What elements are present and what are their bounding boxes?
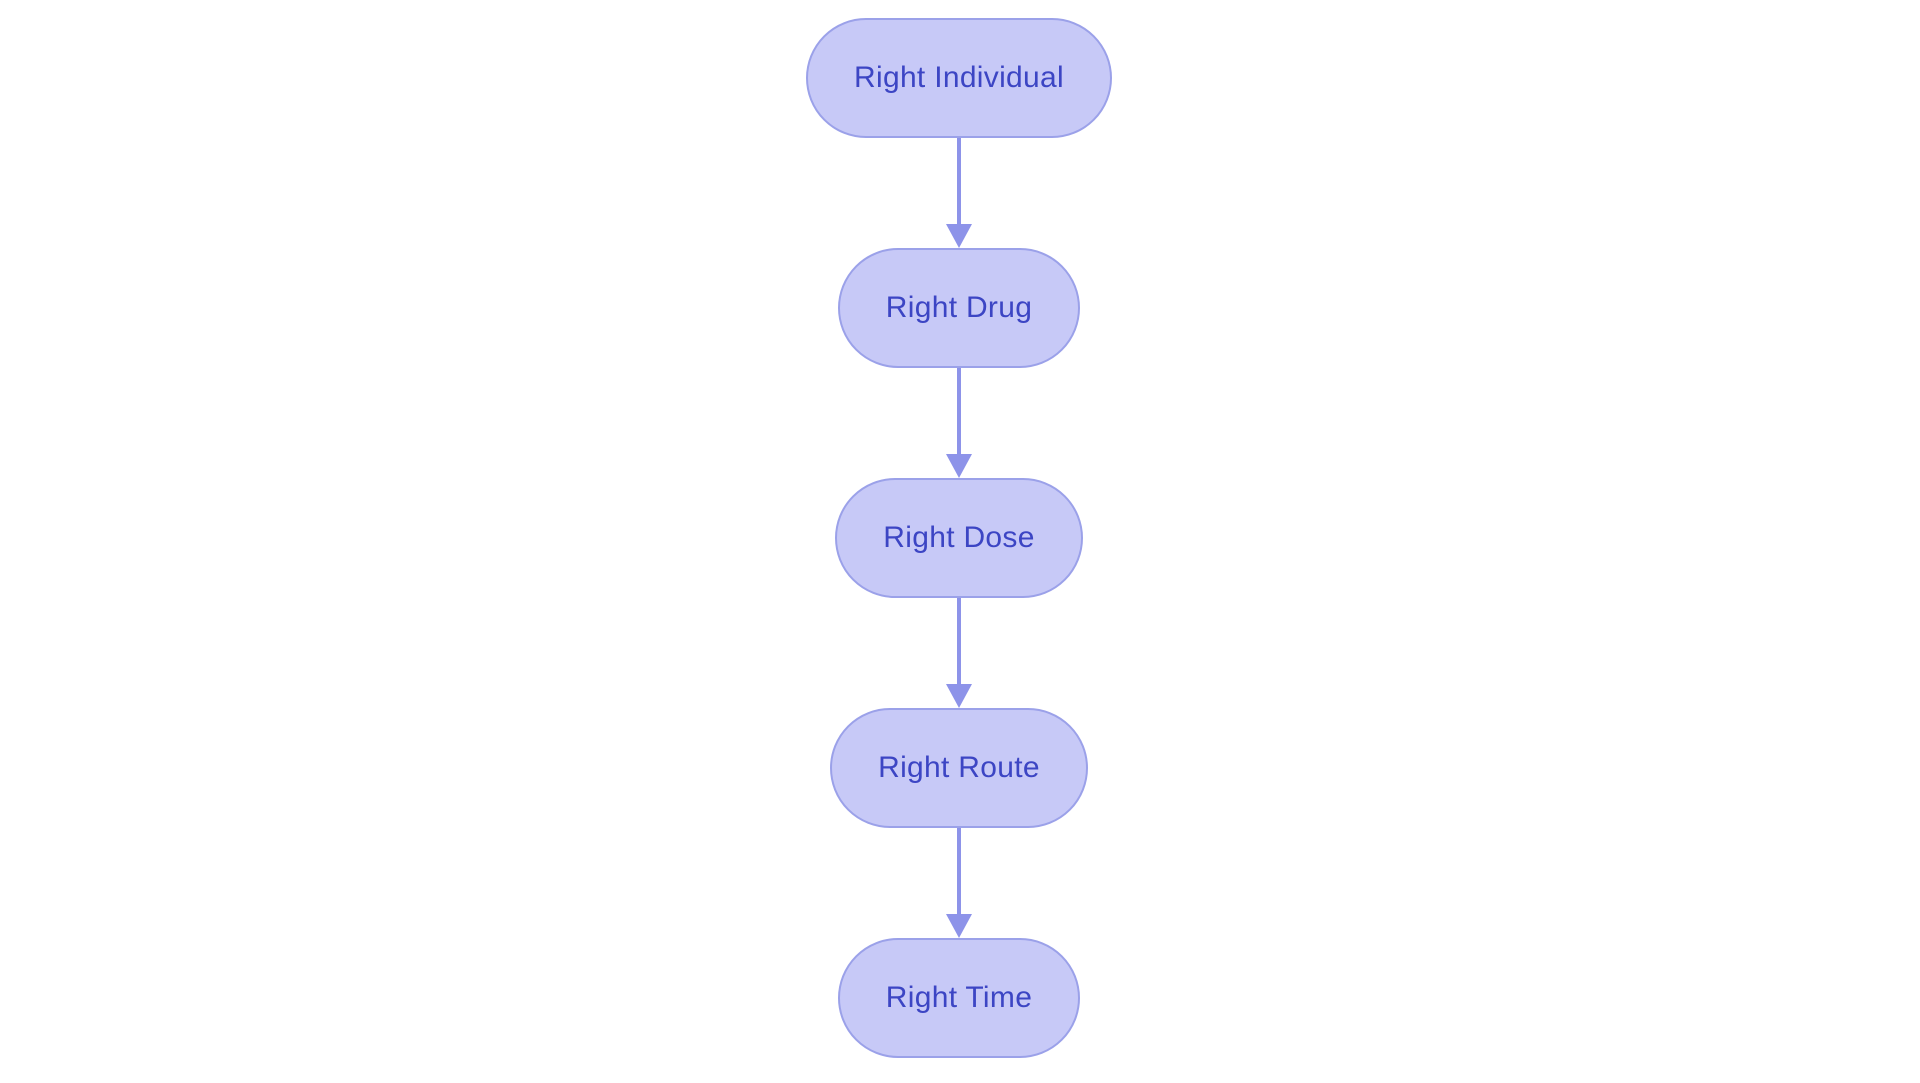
connector-arrow: [946, 138, 972, 248]
connector-arrow: [946, 828, 972, 938]
arrowhead-down-icon: [946, 454, 972, 478]
flowchart-node-right-dose: Right Dose: [835, 478, 1083, 598]
flowchart-node-right-time: Right Time: [837, 938, 1081, 1058]
flowchart: Right Individual Right Drug Right Dose R…: [0, 18, 1918, 1058]
arrow-line: [957, 828, 961, 914]
node-label: Right Individual: [854, 61, 1064, 94]
node-label: Right Time: [885, 981, 1033, 1014]
arrowhead-down-icon: [946, 684, 972, 708]
arrow-line: [957, 598, 961, 684]
node-label: Right Drug: [885, 291, 1033, 324]
arrowhead-down-icon: [946, 224, 972, 248]
connector-arrow: [946, 368, 972, 478]
arrow-line: [957, 138, 961, 224]
connector-arrow: [946, 598, 972, 708]
flowchart-node-right-route: Right Route: [830, 708, 1088, 828]
node-label: Right Dose: [883, 521, 1035, 554]
flowchart-node-right-drug: Right Drug: [837, 248, 1081, 368]
arrow-line: [957, 368, 961, 454]
arrowhead-down-icon: [946, 914, 972, 938]
flowchart-node-right-individual: Right Individual: [806, 18, 1112, 138]
node-label: Right Route: [878, 751, 1040, 784]
